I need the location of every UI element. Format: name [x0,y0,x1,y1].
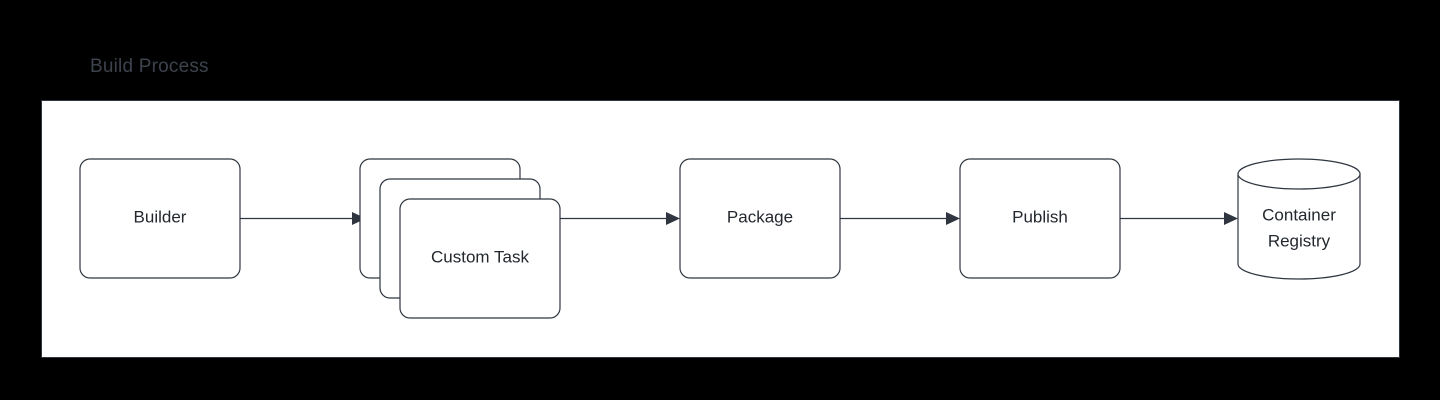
cylinder-top-ellipse [1237,158,1361,190]
edge-publish-to-registry [1120,212,1238,225]
edge-package-to-publish [840,212,960,225]
node-container-registry[interactable]: Container Registry [1237,158,1361,280]
node-custom-task-front-label: Custom Task [431,247,529,266]
node-package[interactable]: Package [679,158,841,279]
cylinder-body [1237,173,1361,280]
node-builder[interactable]: Builder [79,158,241,279]
node-publish[interactable]: Publish [959,158,1121,279]
edge-builder-to-custom-task [240,212,366,225]
node-publish-label: Publish [1012,207,1068,226]
edge-custom-task-to-package [560,212,680,225]
node-custom-task-front[interactable]: Custom Task [399,198,561,319]
node-container-registry-label-line1: Container [1262,205,1336,224]
page-title: Build Process [90,56,209,77]
node-builder-label: Builder [134,207,187,226]
node-package-label: Package [727,207,793,226]
node-container-registry-label-line2: Registry [1268,231,1331,250]
